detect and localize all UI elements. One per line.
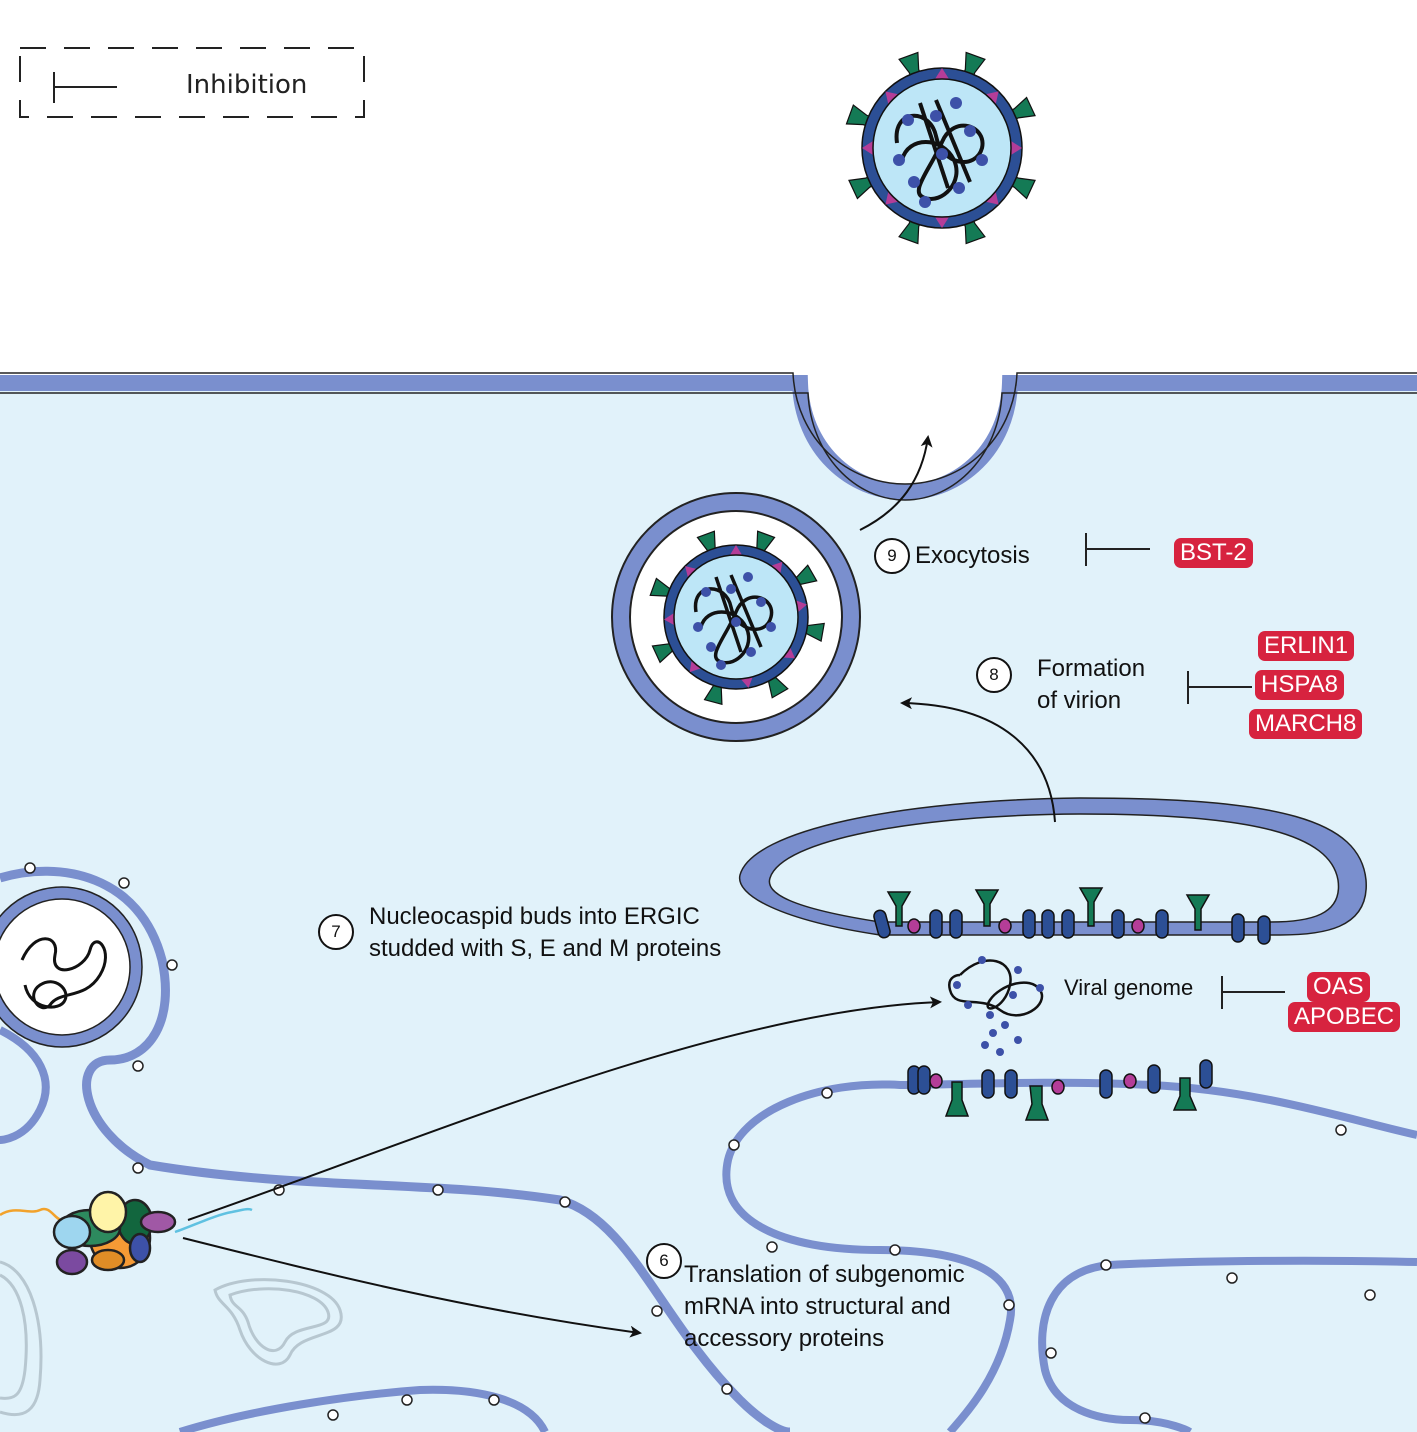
inhibitor-apobec: APOBEC xyxy=(1288,1002,1401,1032)
ribosome-complex xyxy=(0,1190,253,1276)
inhibition-bar-exocytosis xyxy=(1085,533,1150,566)
er-membrane-proteins-bottom xyxy=(907,1059,1213,1121)
arrow-to-viral-genome xyxy=(187,996,942,1221)
step-7-label-line2: studded with S, E and M proteins xyxy=(369,935,722,962)
released-virion-icon xyxy=(845,51,1036,245)
ribosome-dots xyxy=(24,862,1376,1424)
step-7-number: 7 xyxy=(318,914,354,950)
inhibitor-hspa8: HSPA8 xyxy=(1255,670,1344,700)
inhibitor-march8: MARCH8 xyxy=(1249,709,1363,739)
double-membrane-vesicle xyxy=(0,886,143,1048)
step-9-label: Exocytosis xyxy=(915,542,1030,569)
step-7-label-line1: Nucleocaspid buds into ERGIC xyxy=(369,903,700,930)
step-6-label-line1: Translation of subgenomic xyxy=(684,1261,965,1288)
step-6-number: 6 xyxy=(646,1243,682,1279)
step-8-number: 8 xyxy=(976,657,1012,693)
ergic-membrane-proteins-top xyxy=(873,887,1271,945)
legend-inhibition-label: Inhibition xyxy=(186,70,308,100)
plasma-membrane xyxy=(0,375,1417,501)
arrow-exocytosis xyxy=(859,435,933,531)
inhibition-symbol-icon xyxy=(53,72,117,103)
arrow-to-translation xyxy=(182,1237,642,1338)
inhibitor-erlin1: ERLIN1 xyxy=(1258,631,1355,661)
golgi-outline xyxy=(0,1260,343,1417)
inhibition-bar-virion-formation xyxy=(1187,671,1252,704)
inhibitor-bst2: BST-2 xyxy=(1174,538,1253,568)
step-8-label-line1: Formation xyxy=(1037,655,1146,682)
viral-genome-icon xyxy=(948,956,1044,1056)
step-6-label-line2: mRNA into structural and xyxy=(684,1293,951,1320)
inhibitor-oas: OAS xyxy=(1307,972,1370,1002)
step-6-label-line3: accessory proteins xyxy=(684,1325,885,1352)
virion-in-vesicle-icon xyxy=(649,530,825,706)
cytoplasm xyxy=(0,384,1417,1432)
step-9-number: 9 xyxy=(874,538,910,574)
step-8-label-line2: of virion xyxy=(1037,687,1122,714)
inhibition-bar-viral-genome xyxy=(1221,976,1285,1009)
viral-genome-label: Viral genome xyxy=(1064,975,1194,1000)
arrow-to-virion-formation xyxy=(900,697,1056,823)
legend-box xyxy=(19,47,365,118)
